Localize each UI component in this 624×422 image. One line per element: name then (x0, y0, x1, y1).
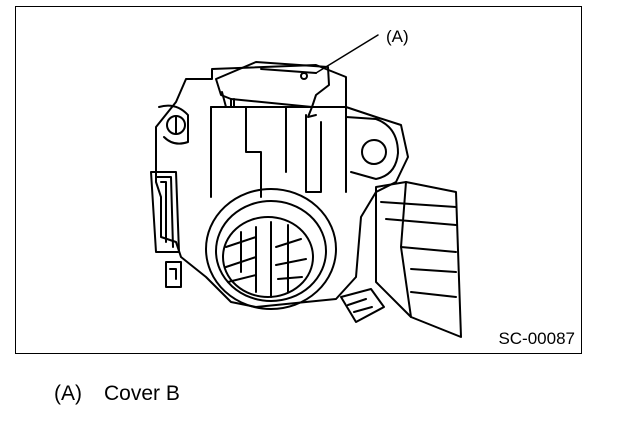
component-drawing (150, 34, 462, 338)
legend-text: Cover B (104, 382, 180, 405)
figure-frame: (A) SC-00087 (15, 6, 582, 354)
bottom-connector (340, 288, 385, 323)
figure-code: SC-00087 (498, 329, 575, 348)
callout-label-a: (A) (386, 27, 409, 46)
lock-cylinder-socket (205, 188, 337, 310)
left-connector (150, 171, 180, 253)
cover-b (215, 61, 330, 108)
right-mounting-ear (345, 116, 399, 180)
legend-key: (A) (54, 382, 82, 405)
housing-body (155, 64, 409, 308)
left-mounting-ear (158, 104, 189, 145)
callout-leader (315, 34, 379, 74)
legend-item: (A) Cover B (54, 382, 180, 406)
